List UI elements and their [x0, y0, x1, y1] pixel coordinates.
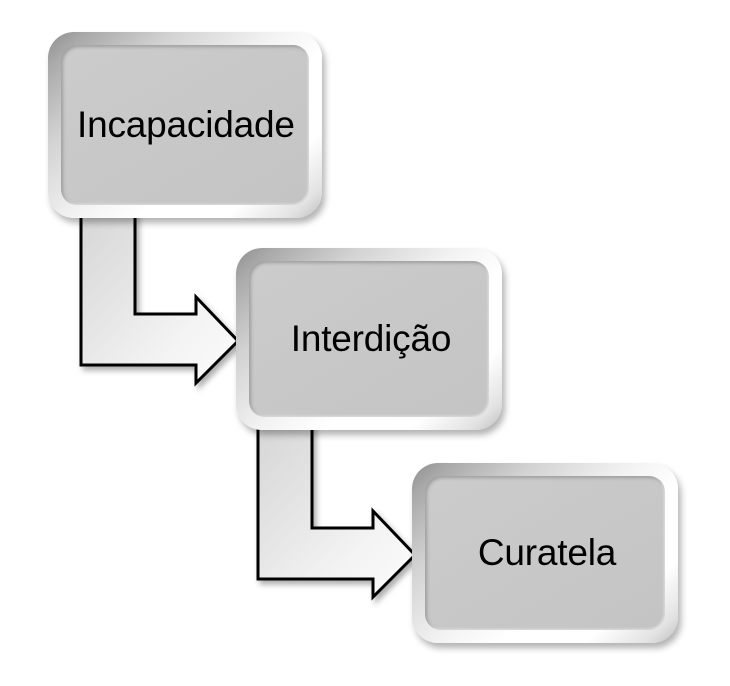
node-inner-surface: Curatela: [425, 476, 665, 630]
process-node-incapacidade[interactable]: Incapacidade: [48, 32, 322, 218]
process-node-interdicao[interactable]: Interdição: [236, 248, 502, 430]
connector-arrow-interdicao-to-curatela: [256, 422, 418, 601]
process-node-curatela[interactable]: Curatela: [412, 463, 678, 643]
process-node-label: Interdição: [290, 317, 452, 359]
node-inner-surface: Interdição: [249, 261, 489, 417]
node-inner-surface: Incapacidade: [61, 45, 309, 205]
connector-arrow-incapacidade-to-interdicao: [79, 208, 241, 387]
process-node-label: Curatela: [477, 531, 617, 573]
process-node-label: Incapacidade: [77, 103, 295, 145]
